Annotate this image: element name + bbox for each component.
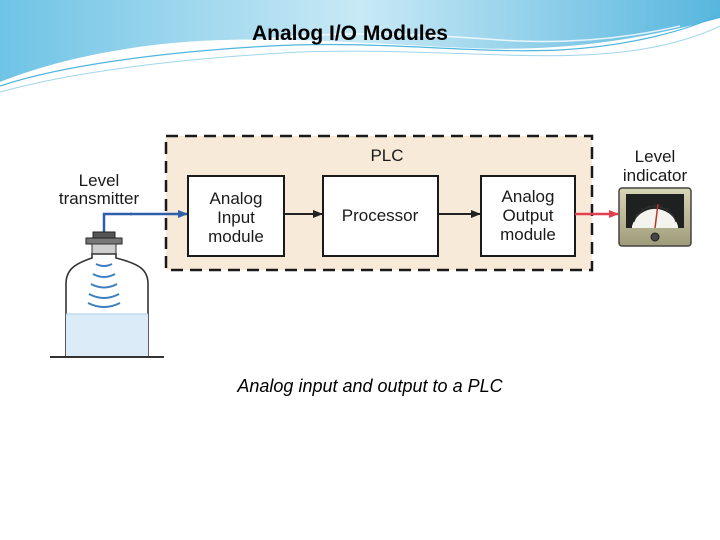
indicator-label-line-1: Level [635,147,676,166]
analog-output-module: Analog Output module [480,175,576,257]
indicator-label-line-2: indicator [623,166,688,185]
header-swoosh [0,0,720,93]
level-meter-icon [618,187,692,247]
plc-label: PLC [370,146,403,165]
analog-input-module: Analog Input module [187,175,285,257]
tank-icon [50,231,164,358]
processor-module: Processor [322,175,439,257]
output-module-line-1: Analog [502,187,555,206]
output-module-line-3: module [500,225,556,244]
output-module-line-2: Output [502,206,553,225]
transmitter-wire [102,212,132,232]
input-module-line-3: module [208,227,264,246]
transmitter-label-line-1: Level [79,171,120,190]
processor-label: Processor [342,206,419,225]
slide-title: Analog I/O Modules [251,22,448,45]
input-module-line-2: Input [217,208,255,227]
figure-caption: Analog input and output to a PLC [237,376,503,396]
input-module-line-1: Analog [210,189,263,208]
transmitter-label-line-2: transmitter [59,189,140,208]
